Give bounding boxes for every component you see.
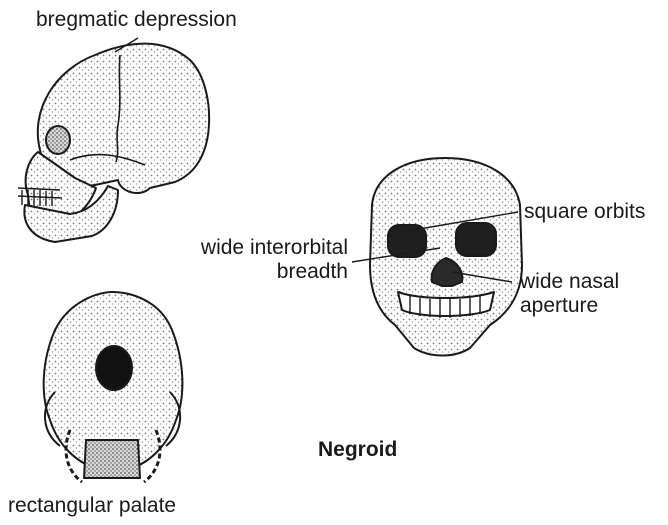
orbit-left	[388, 225, 426, 257]
skull-lateral-illustration	[18, 38, 209, 242]
frontal-cranium-outline	[370, 158, 522, 356]
bregmatic-depression-label: bregmatic depression	[36, 8, 237, 32]
orbit-right	[456, 223, 496, 256]
square-orbits-label: square orbits	[524, 200, 645, 224]
foramen-magnum	[96, 346, 132, 390]
rectangular-palate	[84, 440, 140, 478]
negroid-title: Negroid	[318, 438, 397, 462]
nasal-aperture-label: wide nasal aperture	[520, 270, 660, 318]
rectangular-palate-label: rectangular palate	[8, 494, 176, 518]
interorbital-line-2: breadth	[170, 260, 348, 284]
orbit-lateral	[46, 126, 70, 154]
nasal-line-1: wide nasal	[520, 270, 660, 294]
skull-frontal-illustration	[352, 158, 522, 356]
nasal-line-2: aperture	[520, 294, 660, 318]
interorbital-line-1: wide interorbital	[170, 236, 348, 260]
interorbital-breadth-label: wide interorbital breadth	[170, 236, 348, 284]
skull-basal-illustration	[44, 292, 183, 482]
